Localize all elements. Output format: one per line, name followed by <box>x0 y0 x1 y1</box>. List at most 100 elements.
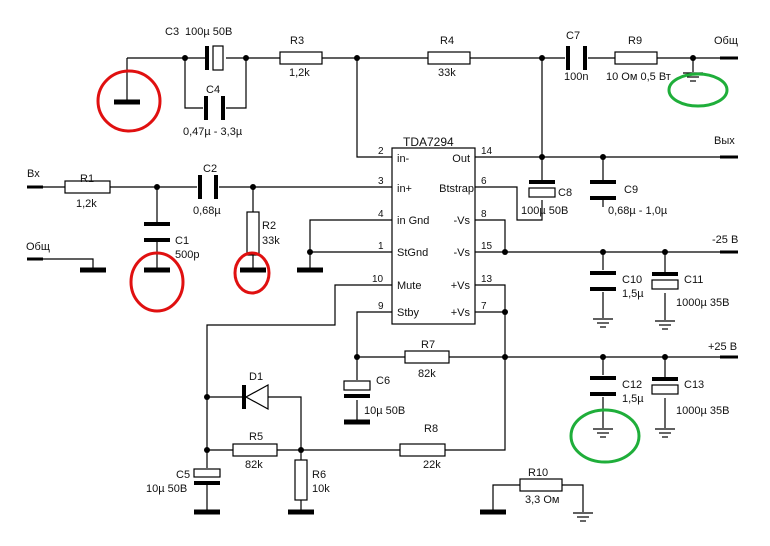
label-r4-value: 33k <box>438 67 456 79</box>
resistor-r6 <box>294 459 308 501</box>
junction-dot <box>600 354 606 360</box>
ic-pin-label: in- <box>397 153 410 165</box>
ic-pin-number: 3 <box>378 176 384 187</box>
ic-tda7294: TDA7294 in- in+ in Gnd StGnd Mute Stby O… <box>372 135 493 325</box>
junction-dot <box>502 309 508 315</box>
junction-dot <box>662 354 668 360</box>
label-c1-ref: C1 <box>175 235 189 247</box>
label-c4-ref: C4 <box>206 84 220 96</box>
label-c2-value: 0,68µ <box>193 205 221 217</box>
label-c8-value: 100µ 50В <box>521 205 568 217</box>
junction-dot <box>307 249 313 255</box>
capacitor-c2 <box>198 175 218 199</box>
highlight-ring-green <box>569 408 641 464</box>
label-c11-value: 1000µ 35В <box>676 297 729 309</box>
ic-pin-label: +Vs <box>451 280 471 292</box>
label-c9-ref: C9 <box>624 184 638 196</box>
port-neg-supply-label: -25 В <box>712 234 738 246</box>
component-labels: C3 100µ 50В C4 0,47µ - 3,3µ R3 1,2k R4 3… <box>76 26 729 506</box>
ic-pin-label: in Gnd <box>397 215 429 227</box>
label-r4-ref: R4 <box>440 35 454 47</box>
capacitor-c4 <box>204 96 225 120</box>
label-c9-value: 0,68µ - 1,0µ <box>608 205 668 217</box>
port-output-label: Вых <box>714 135 735 147</box>
label-r3-ref: R3 <box>290 35 304 47</box>
ic-pin-label: StGnd <box>397 247 428 259</box>
highlight-ring-red <box>96 69 162 133</box>
highlight-ring-green <box>667 72 729 108</box>
ic-body <box>391 147 476 325</box>
resistor-r1 <box>64 180 111 194</box>
earth-ground-icon <box>655 428 675 438</box>
label-c3-value: 100µ 50В <box>185 26 232 38</box>
ic-pin-number: 8 <box>481 209 487 220</box>
label-c13-ref: C13 <box>684 379 704 391</box>
ic-pin-number: 14 <box>481 146 493 157</box>
ic-pin-label: Mute <box>397 280 421 292</box>
label-c12-ref: C12 <box>622 379 642 391</box>
ic-pin-label: Out <box>452 153 470 165</box>
junction-dot <box>600 249 606 255</box>
earth-ground-icon <box>593 428 613 438</box>
ic-pin-label: -Vs <box>454 215 471 227</box>
ic-pin-number: 1 <box>378 241 384 252</box>
label-c6-ref: C6 <box>376 375 390 387</box>
label-c1-value: 500p <box>175 249 199 261</box>
label-r5-ref: R5 <box>249 431 263 443</box>
port-ground-right-label: Общ <box>714 35 738 47</box>
earth-ground-icon <box>593 318 613 328</box>
resistors <box>64 51 658 501</box>
capacitor-c13 <box>651 377 679 395</box>
port-input-label: Вх <box>27 168 40 180</box>
label-r2-value: 33k <box>262 235 280 247</box>
resistor-r4 <box>427 51 471 65</box>
label-r9-ref: R9 <box>628 35 642 47</box>
label-c3-ref: C3 <box>165 26 179 38</box>
junction-dot <box>354 55 360 61</box>
label-r2-ref: R2 <box>262 220 276 232</box>
capacitor-c12 <box>590 376 616 396</box>
ic-pin-label: -Vs <box>454 247 471 259</box>
capacitor-c7 <box>566 46 587 70</box>
junction-dot <box>182 55 188 61</box>
label-r1-value: 1,2k <box>76 198 97 210</box>
label-c10-value: 1,5µ <box>622 288 644 300</box>
junction-dot <box>354 354 360 360</box>
earth-ground-icon <box>573 512 593 522</box>
port-labels: Вх Общ Общ Вых -25 В +25 В <box>26 35 738 353</box>
ic-pin-number: 6 <box>481 176 487 187</box>
label-r7-value: 82k <box>418 368 436 380</box>
capacitor-c11 <box>651 272 679 290</box>
resistor-r8 <box>399 443 446 457</box>
label-c8-ref: C8 <box>558 187 572 199</box>
resistor-r9 <box>614 51 658 65</box>
wires <box>40 57 720 512</box>
junction-dot <box>243 55 249 61</box>
label-c12-value: 1,5µ <box>622 393 644 405</box>
port-ground-left-label: Общ <box>26 241 50 253</box>
ic-pin-number: 7 <box>481 301 487 312</box>
capacitor-c6 <box>343 380 371 398</box>
junction-dot <box>502 354 508 360</box>
earth-ground-icon <box>655 320 675 330</box>
capacitor-c9 <box>590 180 616 200</box>
capacitor-c8 <box>528 180 556 198</box>
label-r1-ref: R1 <box>80 173 94 185</box>
capacitor-c5 <box>193 468 221 485</box>
junction-dot <box>502 249 508 255</box>
resistor-r3 <box>279 51 323 65</box>
junction-dot <box>250 184 256 190</box>
junction-dot <box>539 55 545 61</box>
resistor-r2 <box>246 211 260 256</box>
label-r7-ref: R7 <box>421 339 435 351</box>
label-c7-value: 100n <box>564 71 588 83</box>
junction-dot <box>204 447 210 453</box>
label-r10-value: 3,3 Ом <box>525 494 559 506</box>
label-c6-value: 10µ 50В <box>364 405 405 417</box>
resistor-r5 <box>232 443 278 457</box>
ground-bars <box>80 99 506 515</box>
label-c11-ref: C11 <box>684 274 703 286</box>
ic-pin-label: Stby <box>397 307 420 319</box>
